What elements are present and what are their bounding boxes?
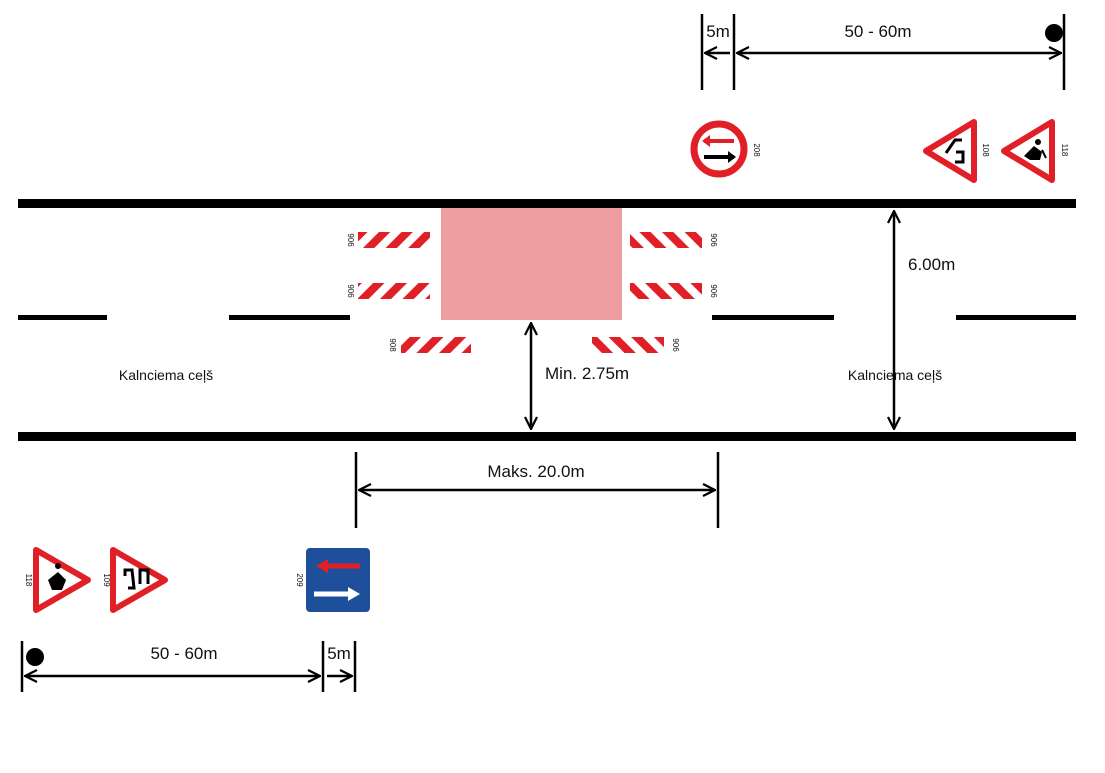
road-edge-top	[18, 199, 1076, 208]
sign-code: 109	[102, 573, 111, 587]
road-narrows-sign-bottom: 109	[102, 547, 168, 613]
max-length-label: Maks. 20.0m	[487, 462, 584, 481]
sign-position-dot	[1045, 24, 1063, 42]
barrier	[592, 337, 664, 353]
top-distance-label: 50 - 60m	[844, 22, 911, 41]
barriers-right: 906 906 906	[592, 232, 718, 353]
road-edge-bottom	[18, 432, 1076, 441]
barrier-code: 906	[346, 284, 355, 298]
sign-code: 108	[981, 143, 990, 157]
barrier-code: 906	[671, 338, 680, 352]
bottom-distance-dimension: 50 - 60m 5m	[20, 641, 357, 692]
barrier-code: 906	[709, 233, 718, 247]
barriers-left: 906 906 908	[346, 232, 471, 353]
road-narrows-sign-top: 108	[923, 119, 990, 183]
sign-code: 208	[752, 143, 761, 157]
work-zone	[441, 208, 622, 320]
roadworks-sign-bottom: 118	[24, 547, 91, 613]
roadworks-sign-top: 118	[1001, 119, 1069, 183]
road-width-label: 6.00m	[908, 255, 955, 274]
top-offset-label: 5m	[706, 22, 730, 41]
road-width-dimension: 6.00m	[894, 212, 955, 428]
barrier	[630, 232, 702, 248]
barrier	[401, 337, 471, 353]
road-name-left: Kalnciema ceļš	[119, 367, 213, 383]
barrier-code: 908	[388, 338, 397, 352]
min-lane-label: Min. 2.75m	[545, 364, 629, 383]
center-line	[18, 315, 1076, 320]
barrier	[630, 283, 702, 299]
sign-code: 209	[295, 573, 304, 587]
barrier	[358, 283, 430, 299]
min-lane-dimension: Min. 2.75m	[531, 324, 629, 428]
bottom-distance-label: 50 - 60m	[150, 644, 217, 663]
road	[18, 199, 1076, 441]
top-distance-dimension: 5m 50 - 60m	[700, 14, 1066, 90]
sign-code: 118	[24, 574, 33, 587]
sign-position-dot	[26, 648, 44, 666]
barrier	[358, 232, 430, 248]
sign-code: 118	[1060, 144, 1069, 157]
max-length-dimension: Maks. 20.0m	[354, 452, 720, 528]
barrier-code: 906	[709, 284, 718, 298]
bottom-offset-label: 5m	[327, 644, 351, 663]
priority-oncoming-sign: 208	[690, 120, 761, 178]
barrier-code: 906	[346, 233, 355, 247]
priority-over-oncoming-sign: 209	[295, 548, 370, 612]
